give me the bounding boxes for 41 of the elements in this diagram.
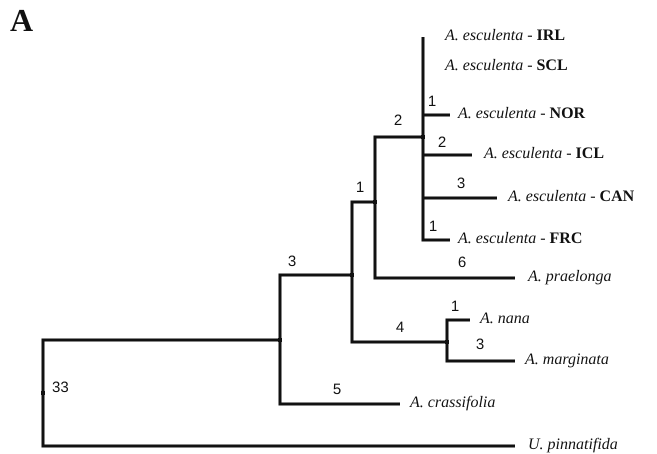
tree-branch <box>42 338 278 391</box>
branch-length: 2 <box>394 113 402 129</box>
branch-length: 6 <box>458 255 466 271</box>
taxon-label: A. esculenta - IRL <box>423 26 565 46</box>
taxon-label: A. esculenta - FRC <box>450 229 582 249</box>
branch-length: 1 <box>428 219 438 235</box>
branch-length: 2 <box>438 135 446 151</box>
branch-length: 3 <box>476 337 484 353</box>
taxon-label: A. esculenta - ICL <box>472 144 604 164</box>
branch-length: 1 <box>450 299 460 315</box>
taxon-label: A. marginata <box>515 350 609 370</box>
taxon-label: A. crassifolia <box>400 393 496 413</box>
taxon-label: U. pinnatifida <box>515 435 618 454</box>
taxon-label: A. esculenta - NOR <box>450 104 586 124</box>
taxon-label: A. praelonga <box>515 267 612 287</box>
branch-length: 5 <box>332 382 342 398</box>
tree-branch <box>374 136 421 200</box>
branch-length: 3 <box>288 254 296 270</box>
tree-branch <box>350 277 445 344</box>
tree-branch <box>422 114 450 135</box>
panel-letter: A <box>10 2 34 38</box>
branch-length: 3 <box>456 176 466 192</box>
branch-length: 33 <box>52 380 69 396</box>
branch-node <box>350 273 354 277</box>
taxon-label: A. esculenta - SCL <box>423 56 568 76</box>
taxon-label: A. esculenta - CAN <box>497 187 634 207</box>
branch-node <box>373 200 377 204</box>
tree-branch <box>374 204 515 280</box>
taxon-label: A. nana <box>470 309 530 329</box>
branch-length: 1 <box>428 94 436 110</box>
branch-node <box>445 340 449 344</box>
branch-node <box>421 135 425 139</box>
branch-length: 1 <box>356 180 364 196</box>
tree-branch <box>278 274 350 338</box>
branch-length: 4 <box>396 320 404 336</box>
tree-branch <box>42 395 515 448</box>
tree-branch <box>446 344 515 362</box>
tree-branch <box>350 200 373 273</box>
tree-branch <box>278 342 400 406</box>
branch-node <box>278 338 282 342</box>
tree-branch <box>446 318 470 340</box>
